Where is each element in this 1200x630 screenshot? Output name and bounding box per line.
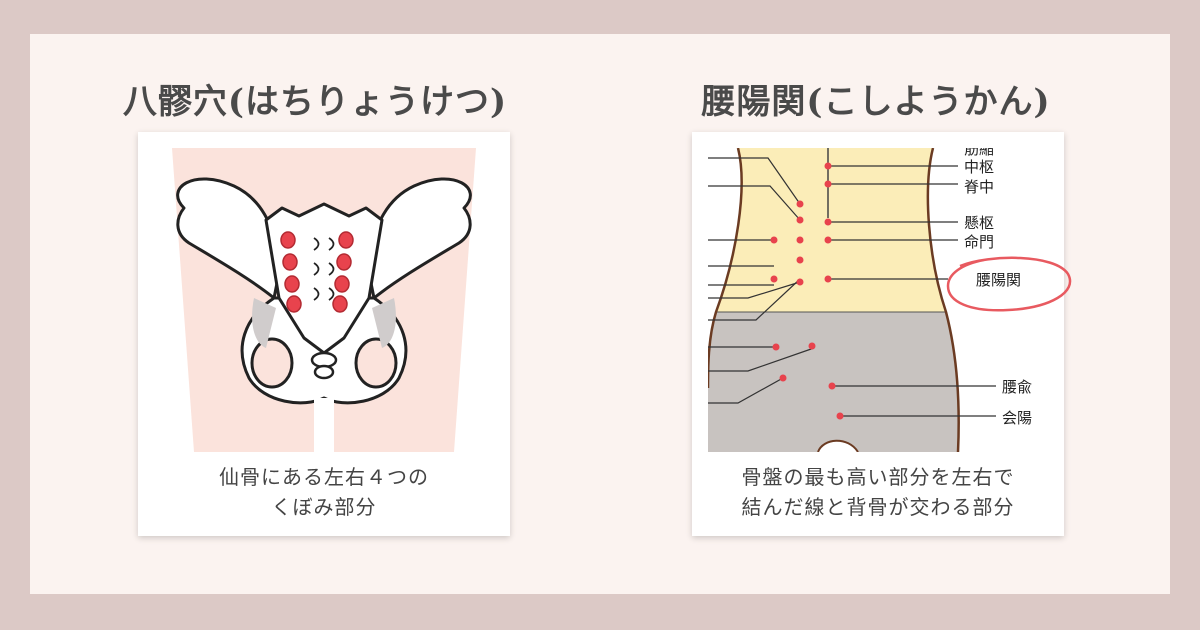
point-zhongshu (824, 180, 832, 188)
right-title: 腰陽関(こしようかん) (701, 82, 1051, 122)
label-huiyang: 会陽 (1002, 409, 1032, 427)
point-mingmen (824, 236, 832, 244)
point-right-2 (336, 253, 352, 271)
pelvis-illustration (154, 148, 494, 452)
point-top (824, 162, 832, 170)
left-caption-line1: 仙骨にある左右４つの (219, 465, 429, 489)
label-zhongshu: 中枢 (964, 158, 994, 176)
right-card: 筋縮 中枢 脊中 懸枢 命門 腰陽関 腰兪 会陽 骨盤の最も高い部分を左右で 結… (692, 132, 1064, 536)
label-top: 筋縮 (964, 148, 994, 158)
back-illustration: 筋縮 中枢 脊中 懸枢 命門 腰陽関 腰兪 会陽 (708, 148, 1048, 452)
point-right-1 (338, 231, 354, 249)
pelvis-illustration-svg (154, 148, 494, 452)
point-yaoshu (828, 382, 836, 390)
point-right-3 (334, 275, 350, 293)
label-yaoshu: 腰兪 (1002, 378, 1032, 396)
left-caption: 仙骨にある左右４つの くぼみ部分 (138, 462, 510, 522)
point-huiyang (836, 412, 844, 420)
label-mingmen: 命門 (964, 233, 994, 251)
point-left-1 (280, 231, 296, 249)
point-left-3 (284, 275, 300, 293)
label-yaoyangguan: 腰陽関 (976, 271, 1021, 289)
back-illustration-svg: 筋縮 中枢 脊中 懸枢 命門 腰陽関 腰兪 会陽 (708, 148, 1048, 452)
point-yaoyangguan (824, 275, 832, 283)
point-xuanshu (824, 218, 832, 226)
label-xuanshu: 懸枢 (964, 214, 994, 232)
right-caption-line1: 骨盤の最も高い部分を左右で (741, 465, 1015, 489)
left-title: 八髎穴(はちりょうけつ) (122, 82, 508, 122)
point-right-4 (332, 295, 348, 313)
label-jizhong: 脊中 (964, 178, 994, 196)
right-caption-line2: 結んだ線と背骨が交わる部分 (741, 495, 1015, 519)
highlight-circle (946, 256, 1072, 312)
point-left-2 (282, 253, 298, 271)
left-caption-line2: くぼみ部分 (271, 495, 377, 519)
point-left-4 (286, 295, 302, 313)
right-caption: 骨盤の最も高い部分を左右で 結んだ線と背骨が交わる部分 (692, 462, 1064, 522)
left-card: 仙骨にある左右４つの くぼみ部分 (138, 132, 510, 536)
